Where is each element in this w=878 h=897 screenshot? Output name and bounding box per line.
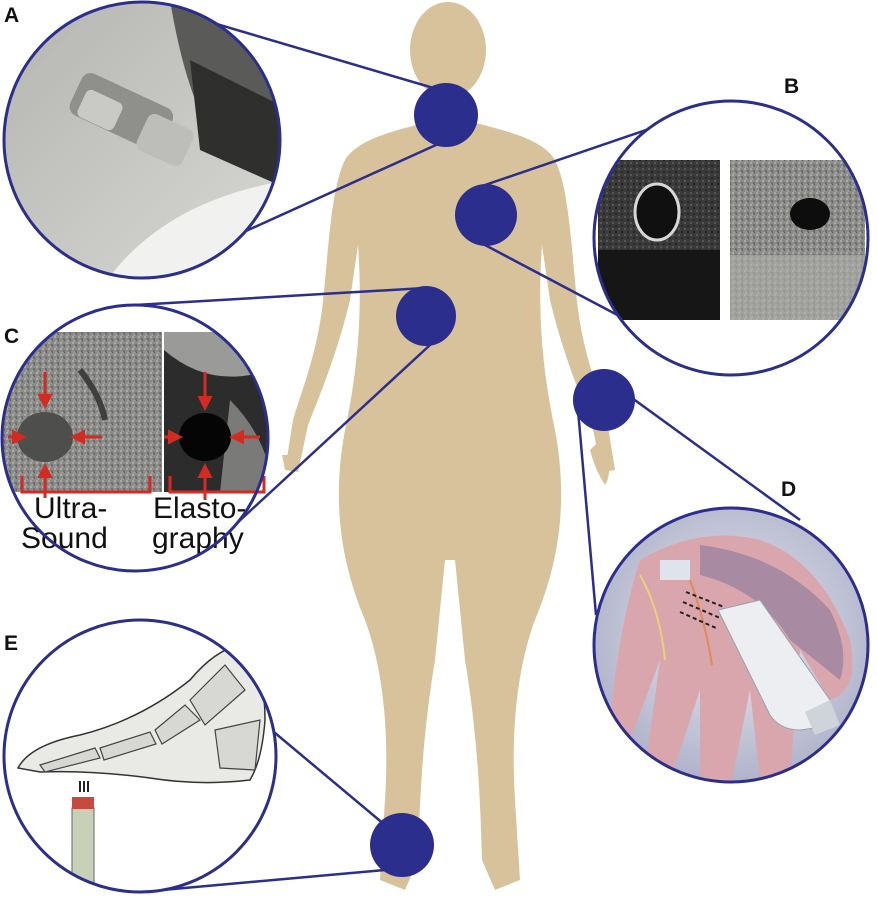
panel-d: D bbox=[592, 478, 870, 784]
marker-chest bbox=[455, 184, 517, 246]
panel-letter-d: D bbox=[781, 478, 796, 501]
marker-foot bbox=[370, 813, 434, 877]
panel-letter-a: A bbox=[4, 4, 19, 27]
red-brackets bbox=[20, 476, 266, 494]
ultrasound-image bbox=[2, 332, 162, 492]
red-arrows bbox=[8, 372, 260, 500]
panel-a: A bbox=[2, 0, 282, 280]
marker-abdomen bbox=[396, 286, 456, 346]
marker-wrist bbox=[573, 369, 635, 431]
panel-b: B bbox=[592, 75, 870, 377]
ultrasound-label-1: Ultra- bbox=[34, 492, 107, 525]
panel-e: E bbox=[2, 618, 278, 894]
panel-letter-e: E bbox=[4, 632, 18, 655]
marker-neck bbox=[414, 83, 478, 147]
elastography-label-1: Elasto- bbox=[153, 492, 246, 525]
panel-letter-b: B bbox=[784, 75, 799, 98]
panel-letter-c: C bbox=[4, 325, 19, 348]
panel-c: Ultra- Sound Elasto- graphy C bbox=[0, 303, 270, 573]
elastography-label-2: graphy bbox=[152, 522, 244, 555]
site-markers bbox=[370, 83, 635, 877]
